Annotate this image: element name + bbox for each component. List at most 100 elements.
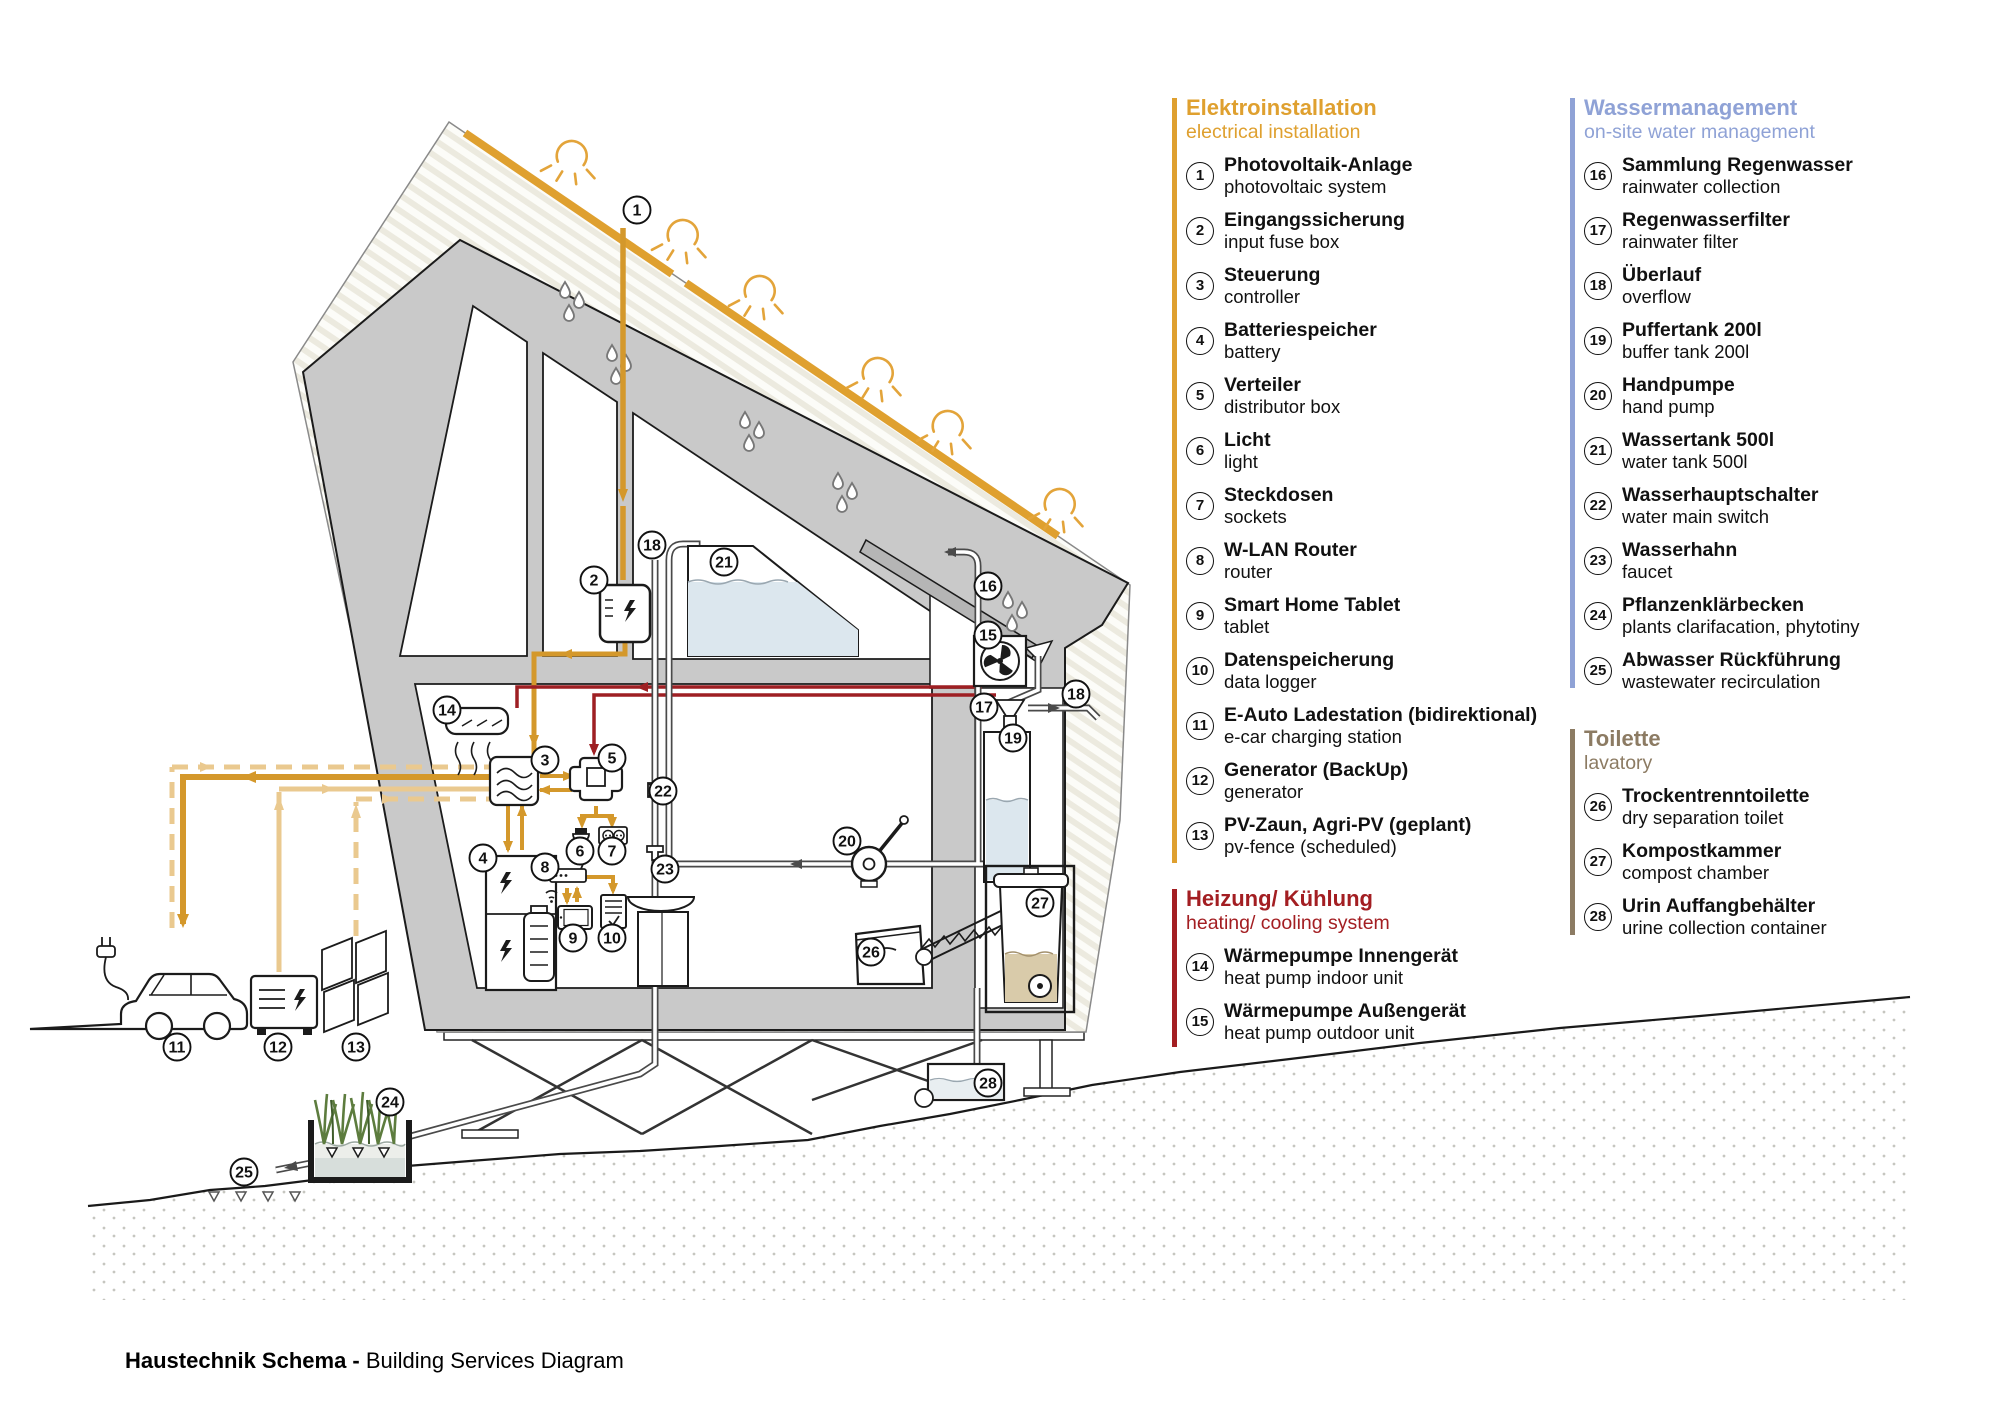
svg-text:26: 26 xyxy=(862,945,880,962)
legend-item-number: 14 xyxy=(1186,952,1214,981)
legend-title-de: Elektroinstallation xyxy=(1186,95,1377,120)
legend-item-number: 12 xyxy=(1186,766,1214,795)
legend-item-label-en: urine collection container xyxy=(1622,916,1827,938)
legend-item-label-de: Kompostkammer xyxy=(1622,839,1782,862)
legend-bar xyxy=(1172,98,1177,863)
legend-bar xyxy=(1570,98,1575,688)
buffer-tank xyxy=(983,731,1031,883)
legend-item-label-en: water main switch xyxy=(1622,505,1770,527)
marker-badge: 10 xyxy=(597,923,627,953)
legend-item-label-en: buffer tank 200l xyxy=(1622,340,1750,362)
legend-item-label-de: Urin Auffangbehälter xyxy=(1622,894,1816,917)
legend-item-label-en: controller xyxy=(1224,285,1301,307)
title-en: Building Services Diagram xyxy=(365,1348,624,1373)
wiring-planned xyxy=(169,764,492,972)
svg-text:20: 20 xyxy=(838,834,856,851)
svg-text:11: 11 xyxy=(169,1040,186,1057)
legend-item-label-de: E-Auto Ladestation (bidirektional) xyxy=(1224,703,1538,726)
generator-icon xyxy=(249,974,319,1035)
legend-item-number: 8 xyxy=(1186,546,1214,575)
svg-text:24: 24 xyxy=(381,1095,399,1112)
legend-item-label-de: Photovoltaik-Anlage xyxy=(1224,153,1413,176)
marker-badge: 1 xyxy=(622,195,652,225)
marker-badge: 11 xyxy=(162,1032,192,1062)
marker-badge: 7 xyxy=(597,836,627,866)
legend-item-label-de: Puffertank 200l xyxy=(1622,318,1762,341)
legend-title-en: lavatory xyxy=(1584,752,1653,774)
legend-item-label-en: rainwater filter xyxy=(1622,230,1739,252)
legend-item-number: 3 xyxy=(1186,271,1214,300)
legend-title-de: Wassermanagement xyxy=(1584,95,1798,120)
heating-pipes xyxy=(515,685,996,752)
raindrop-icons xyxy=(559,280,1028,632)
svg-text:25: 25 xyxy=(235,1165,253,1182)
wiring-planned-arrows xyxy=(200,762,394,818)
marker-badge: 19 xyxy=(998,723,1028,753)
marker-badge: 13 xyxy=(341,1032,371,1062)
legend-item-number: 23 xyxy=(1584,546,1612,575)
legend-item-number: 27 xyxy=(1584,847,1612,876)
legend-item-label-en: light xyxy=(1224,450,1258,472)
legend-item-label-de: Handpumpe xyxy=(1622,373,1735,396)
controller-icon xyxy=(488,755,540,807)
svg-text:10: 10 xyxy=(603,931,621,948)
heating-arrows xyxy=(589,682,648,756)
legend-item-number: 1 xyxy=(1186,161,1214,190)
legend-item-label-en: distributor box xyxy=(1224,395,1341,417)
legend-item-label-en: faucet xyxy=(1622,560,1673,582)
fuse-box-icon xyxy=(598,583,652,644)
legend-item-number: 7 xyxy=(1186,491,1214,520)
legend-item-number: 21 xyxy=(1584,436,1612,465)
sink-icon xyxy=(626,896,696,987)
legend-item-label-en: plants clarifacation, phytotiny xyxy=(1622,615,1860,637)
legend-item-label-en: input fuse box xyxy=(1224,230,1340,252)
marker-badge: 5 xyxy=(597,743,627,773)
legend-item-label-de: Sammlung Regenwasser xyxy=(1622,153,1853,176)
legend-item-label-en: wastewater recirculation xyxy=(1622,670,1821,692)
svg-text:8: 8 xyxy=(541,860,550,877)
plant-basin xyxy=(308,1091,412,1183)
data-logger-icon xyxy=(600,894,627,929)
legend-item-number: 20 xyxy=(1584,381,1612,410)
legend-item-number: 9 xyxy=(1186,601,1214,630)
legend-item-label-en: e-car charging station xyxy=(1224,725,1402,747)
marker-badge: 23 xyxy=(650,854,680,884)
marker-badge: 22 xyxy=(648,776,678,806)
legend-item-label-de: Wasserhahn xyxy=(1622,538,1738,561)
marker-badge: 25 xyxy=(229,1157,259,1187)
legend-item-number: 24 xyxy=(1584,601,1612,630)
legend-item-number: 15 xyxy=(1186,1007,1214,1036)
marker-badge: 12 xyxy=(263,1032,293,1062)
legend-item-label-en: data logger xyxy=(1224,670,1317,692)
legend-item-number: 10 xyxy=(1186,656,1214,685)
pv-fence-icon xyxy=(321,929,389,1034)
marker-badge: 6 xyxy=(565,836,595,866)
marker-badge: 15 xyxy=(973,620,1003,650)
svg-text:4: 4 xyxy=(479,851,488,868)
marker-badge: 24 xyxy=(375,1087,405,1117)
legend-item-label-de: Datenspeicherung xyxy=(1224,648,1395,671)
marker-badge: 27 xyxy=(1025,888,1055,918)
legend-item-label-de: Wärmepumpe Innengerät xyxy=(1224,944,1459,967)
marker-badge: 18 xyxy=(1061,679,1091,709)
heat-pump-indoor-icon xyxy=(444,706,510,776)
legend-item-label-de: Generator (BackUp) xyxy=(1224,758,1409,781)
legend-bar xyxy=(1172,889,1177,1047)
